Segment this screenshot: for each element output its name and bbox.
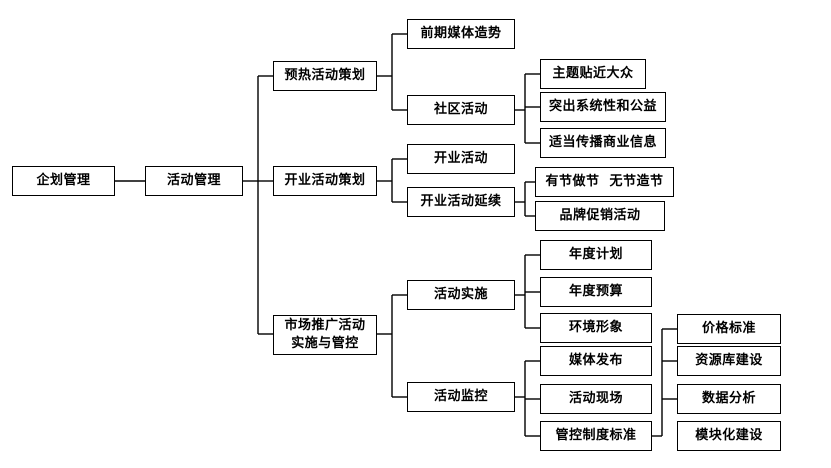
node-activity-site: 活动现场 — [540, 384, 652, 414]
node-root: 企划管理 — [12, 166, 115, 196]
node-activity-management: 活动管理 — [145, 166, 243, 196]
node-modular-construction: 模块化建设 — [677, 421, 781, 451]
node-opening-activity: 开业活动 — [407, 144, 515, 174]
node-activity-monitoring: 活动监控 — [407, 382, 515, 412]
node-early-media: 前期媒体造势 — [407, 19, 515, 49]
node-market-promotion: 市场推广活动 实施与管控 — [273, 315, 377, 355]
node-activity-implementation: 活动实施 — [407, 280, 515, 310]
node-brand-promotion: 品牌促销活动 — [535, 201, 665, 231]
node-price-standard: 价格标准 — [677, 314, 781, 344]
node-systematic-public-welfare: 突出系统性和公益 — [540, 92, 666, 122]
node-environment-image: 环境形象 — [540, 313, 652, 343]
node-community-activity: 社区活动 — [407, 95, 515, 125]
node-annual-budget: 年度预算 — [540, 277, 652, 307]
node-data-analysis: 数据分析 — [677, 384, 781, 414]
node-opening-continuation: 开业活动延续 — [407, 187, 515, 217]
node-opening-planning: 开业活动策划 — [273, 166, 377, 196]
node-media-release: 媒体发布 — [540, 346, 652, 376]
node-control-standards: 管控制度标准 — [540, 421, 652, 451]
node-festival-making: 有节做节 无节造节 — [535, 167, 674, 197]
node-resource-library: 资源库建设 — [677, 346, 781, 376]
node-preheat-planning: 预热活动策划 — [273, 61, 377, 91]
node-commercial-info: 适当传播商业信息 — [540, 128, 666, 158]
node-close-to-public: 主题贴近大众 — [540, 59, 646, 89]
node-annual-plan: 年度计划 — [540, 240, 652, 270]
